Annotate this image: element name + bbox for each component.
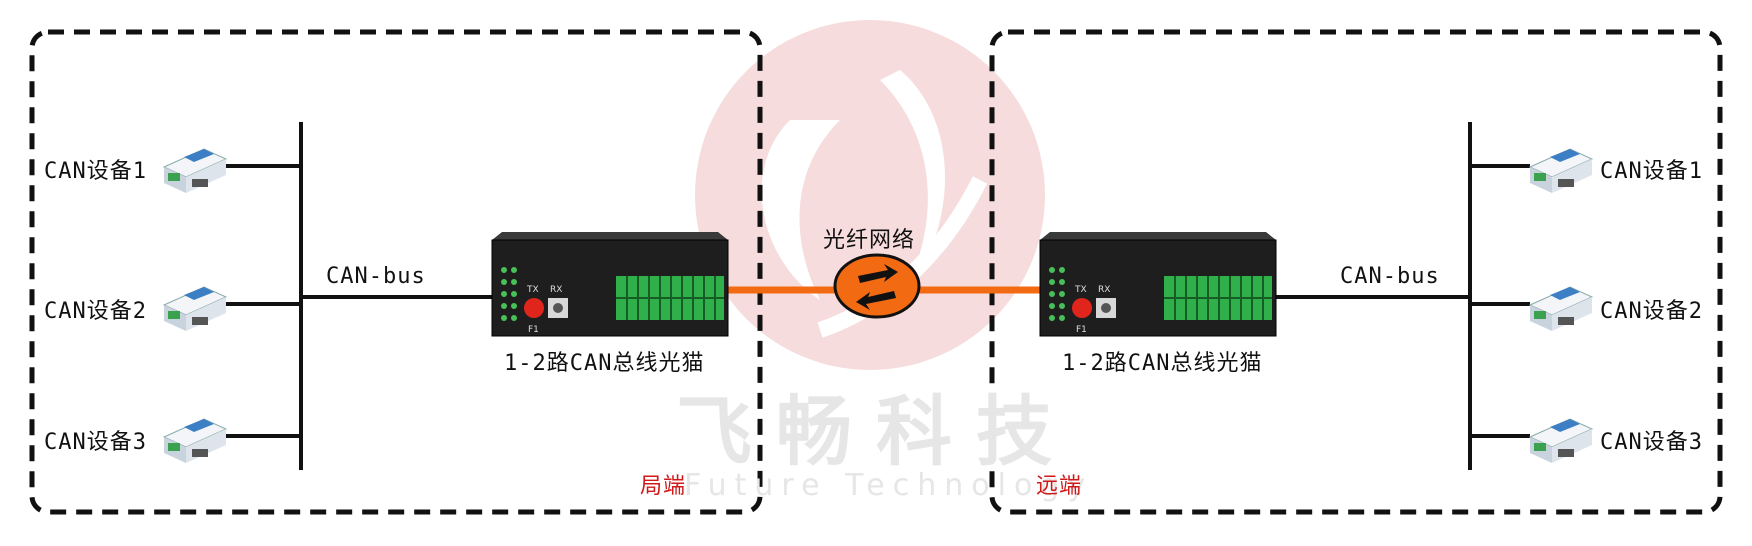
tx-label: TX — [526, 285, 539, 295]
local-converter-device: TX RX F1 — [491, 232, 729, 337]
port-id-label: F1 — [528, 325, 539, 335]
remote-device-2-label: CAN设备2 — [1600, 299, 1703, 324]
local-device-1-label: CAN设备1 — [44, 159, 147, 184]
port-id-label: F1 — [1076, 325, 1087, 335]
network-label: 光纤网络 — [823, 228, 916, 253]
remote-device-icons — [1528, 148, 1594, 463]
remote-site-label: 远端 — [1036, 474, 1083, 499]
local-bus-label: CAN-bus — [326, 264, 426, 289]
remote-device-3-label: CAN设备3 — [1600, 430, 1703, 455]
local-device-3-label: CAN设备3 — [44, 430, 147, 455]
remote-site-box — [989, 29, 1723, 515]
fiber-link — [726, 253, 1040, 319]
fiber-network-icon — [833, 253, 921, 319]
remote-bus-label: CAN-bus — [1340, 264, 1440, 289]
local-bus — [224, 122, 492, 470]
local-device-icons — [162, 148, 228, 463]
tx-port-icon — [1072, 298, 1092, 318]
local-device-2-label: CAN设备2 — [44, 299, 147, 324]
watermark-en: Future Technology — [684, 468, 1094, 503]
tx-port-icon — [524, 298, 544, 318]
tx-label: TX — [1074, 285, 1087, 295]
remote-device-1-label: CAN设备1 — [1600, 159, 1703, 184]
rx-label: RX — [550, 285, 562, 295]
watermark-cn: 飞畅科技 — [676, 387, 1076, 476]
rx-label: RX — [1098, 285, 1110, 295]
remote-converter-label: 1-2路CAN总线光猫 — [1062, 351, 1263, 376]
remote-converter-device: TX RX F1 — [1039, 232, 1277, 337]
local-site-label: 局端 — [640, 474, 687, 499]
remote-bus — [1275, 122, 1530, 470]
local-converter-label: 1-2路CAN总线光猫 — [504, 351, 705, 376]
watermark-logo — [695, 20, 1045, 370]
local-site-box — [29, 29, 763, 515]
